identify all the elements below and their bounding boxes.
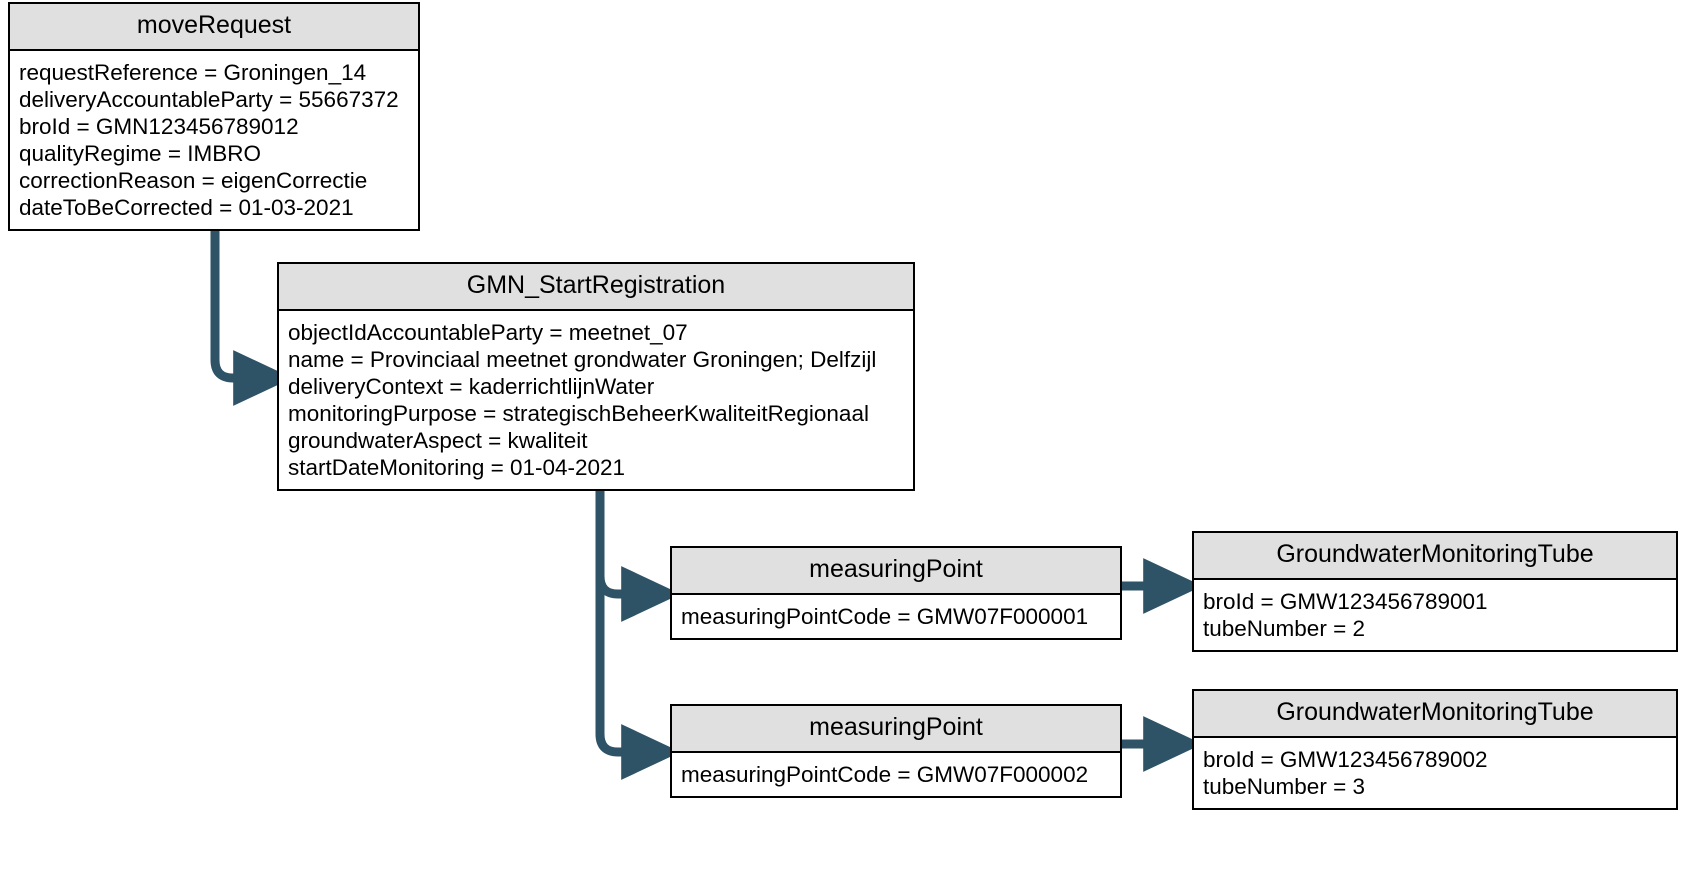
attribute-measuring-point-code: measuringPointCode = GMW07F000001 xyxy=(681,604,1089,629)
object-attributes-monitoring-tube-2: broId = GMW123456789002 tubeNumber = 3 xyxy=(1194,738,1676,808)
attribute-delivery-accountable-party: deliveryAccountableParty = 55667372 xyxy=(19,87,399,112)
object-title-monitoring-tube-1: GroundwaterMonitoringTube xyxy=(1194,533,1676,580)
object-box-measuring-point-1[interactable]: measuringPoint measuringPointCode = GMW0… xyxy=(670,546,1122,640)
attribute-quality-regime: qualityRegime = IMBRO xyxy=(19,141,261,166)
arrow-move-request-to-start-registration xyxy=(210,226,293,406)
attribute-measuring-point-code: measuringPointCode = GMW07F000002 xyxy=(681,762,1089,787)
attribute-monitoring-purpose: monitoringPurpose = strategischBeheerKwa… xyxy=(288,401,869,426)
object-box-gmn-start-registration[interactable]: GMN_StartRegistration objectIdAccountabl… xyxy=(277,262,915,491)
object-box-move-request[interactable]: moveRequest requestReference = Groningen… xyxy=(8,2,420,231)
attribute-correction-reason: correctionReason = eigenCorrectie xyxy=(19,168,368,193)
attribute-date-to-be-corrected: dateToBeCorrected = 01-03-2021 xyxy=(19,195,354,220)
attribute-start-date-monitoring: startDateMonitoring = 01-04-2021 xyxy=(288,455,626,480)
attribute-groundwater-aspect: groundwaterAspect = kwaliteit xyxy=(288,428,588,453)
object-box-monitoring-tube-2[interactable]: GroundwaterMonitoringTube broId = GMW123… xyxy=(1192,689,1678,810)
attribute-delivery-context: deliveryContext = kaderrichtlijnWater xyxy=(288,374,655,399)
attribute-object-id-accountable-party: objectIdAccountableParty = meetnet_07 xyxy=(288,320,688,345)
attribute-tube-number: tubeNumber = 2 xyxy=(1203,616,1365,641)
object-attributes-move-request: requestReference = Groningen_14 delivery… xyxy=(10,51,418,229)
object-attributes-measuring-point-1: measuringPointCode = GMW07F000001 xyxy=(672,595,1120,638)
object-attributes-monitoring-tube-1: broId = GMW123456789001 tubeNumber = 2 xyxy=(1194,580,1676,650)
attribute-tube-number: tubeNumber = 3 xyxy=(1203,774,1365,799)
attribute-bro-id: broId = GMW123456789002 xyxy=(1203,747,1488,772)
object-title-measuring-point-1: measuringPoint xyxy=(672,548,1120,595)
object-attributes-measuring-point-2: measuringPointCode = GMW07F000002 xyxy=(672,753,1120,796)
arrow-start-registration-to-measuring-point-2 xyxy=(595,486,681,780)
attribute-bro-id: broId = GMW123456789001 xyxy=(1203,589,1488,614)
attribute-bro-id: broId = GMN123456789012 xyxy=(19,114,299,139)
object-attributes-gmn-start-registration: objectIdAccountableParty = meetnet_07 na… xyxy=(279,311,913,489)
attribute-name: name = Provinciaal meetnet grondwater Gr… xyxy=(288,347,877,372)
object-title-measuring-point-2: measuringPoint xyxy=(672,706,1120,753)
object-box-monitoring-tube-1[interactable]: GroundwaterMonitoringTube broId = GMW123… xyxy=(1192,531,1678,652)
object-title-gmn-start-registration: GMN_StartRegistration xyxy=(279,264,913,311)
attribute-request-reference: requestReference = Groningen_14 xyxy=(19,60,367,85)
arrow-start-registration-to-measuring-point-1 xyxy=(595,486,681,622)
object-title-monitoring-tube-2: GroundwaterMonitoringTube xyxy=(1194,691,1676,738)
object-title-move-request: moveRequest xyxy=(10,4,418,51)
object-box-measuring-point-2[interactable]: measuringPoint measuringPointCode = GMW0… xyxy=(670,704,1122,798)
